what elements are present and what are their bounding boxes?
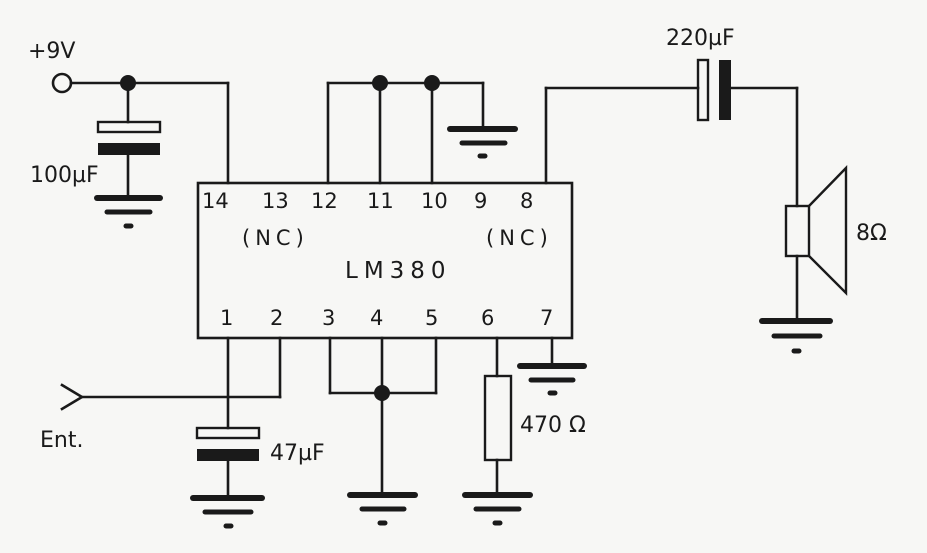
supply-label: +9V (28, 39, 75, 64)
c100-label: 100µF (30, 163, 99, 188)
ground-symbol-pin4 (347, 492, 418, 526)
c47-plate-positive (195, 426, 261, 440)
pin-5: 5 (425, 306, 438, 330)
pin-14: 14 (202, 189, 229, 213)
resistor-470 (483, 374, 513, 462)
ground-symbol-c100 (94, 195, 163, 229)
supply-terminal (51, 72, 73, 94)
ground-symbol-speaker (759, 318, 833, 354)
ground-symbol-pin7 (517, 363, 587, 396)
c47-plate-negative (197, 449, 259, 461)
pin-12: 12 (311, 189, 338, 213)
pin-3: 3 (322, 306, 335, 330)
c100-plate-positive (96, 120, 162, 134)
pin-10: 10 (421, 189, 448, 213)
pin-13: 13 (262, 189, 289, 213)
c100-plate-negative (98, 143, 160, 155)
input-label: Ent. (40, 428, 83, 453)
speaker-symbol (784, 165, 848, 296)
chip-label: LM380 (345, 258, 452, 284)
pin-6: 6 (481, 306, 494, 330)
input-arrow (60, 383, 85, 411)
c220-plate-negative (719, 60, 731, 120)
pin-4: 4 (370, 306, 383, 330)
junction-pin10 (424, 75, 440, 91)
nc-label-right: (NC) (486, 226, 553, 250)
ic-body (196, 181, 574, 340)
pin-7: 7 (540, 306, 553, 330)
ground-symbol-resistor (462, 492, 533, 526)
ground-symbol-c47 (190, 495, 265, 529)
c220-label: 220µF (666, 26, 735, 51)
pin-1: 1 (220, 306, 233, 330)
pin-9: 9 (474, 189, 487, 213)
nc-label-left: (NC) (242, 226, 309, 250)
pin-11: 11 (367, 189, 394, 213)
c47-label: 47µF (270, 441, 325, 466)
c220-plate-positive (696, 58, 710, 122)
speaker-label: 8Ω (856, 221, 887, 246)
resistor-label: 470 Ω (520, 413, 586, 438)
junction-pin4 (374, 385, 390, 401)
pin-2: 2 (270, 306, 283, 330)
ground-symbol-top (447, 126, 518, 159)
junction-pin11 (372, 75, 388, 91)
pin-8: 8 (520, 189, 533, 213)
